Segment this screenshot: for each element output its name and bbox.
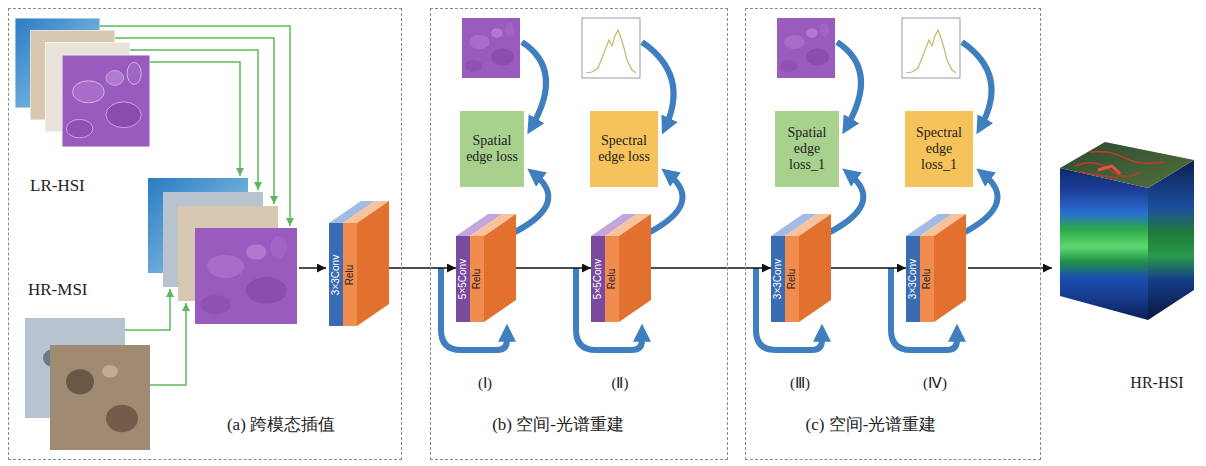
loss-box: Spectral edge loss [590, 111, 658, 187]
conv-label: 3×3Conv [330, 254, 342, 294]
loss-box: Spectral edge loss_1 [905, 111, 973, 187]
flow-arrow [651, 267, 771, 269]
shape-path [150, 62, 240, 176]
shape-path [1098, 166, 1120, 174]
shape-path [150, 303, 186, 385]
merged-stack [148, 178, 297, 324]
label-text: (Ⅰ) [478, 374, 492, 392]
shape-polyline [586, 30, 636, 73]
relu-label: Relu [471, 269, 483, 290]
shape-path [125, 289, 170, 330]
panel-frame: (c) 空间-光谱重建 Spatial edge loss_1 Spectral e… [745, 8, 1041, 460]
shape-rect [582, 18, 640, 78]
conv-face [771, 236, 785, 322]
relu-face [343, 223, 357, 326]
shape-use [462, 18, 520, 78]
shape-polyline [906, 30, 956, 73]
conv-face [906, 236, 920, 322]
conv-label: 5×5Conv [592, 259, 604, 299]
conv-label: 3×3Conv [772, 259, 784, 299]
shape-path [1075, 152, 1165, 178]
hr-msi-stack [25, 318, 150, 450]
relu-face [785, 236, 799, 322]
conv-label: 3×3Conv [907, 259, 919, 299]
loss-text-group: Spatial edge loss [463, 133, 521, 165]
hr-hsi-cube [1060, 142, 1194, 320]
conv-label: 5×5Conv [457, 259, 469, 299]
shape-use [50, 345, 150, 450]
panel-frame: (b) 空间-光谱重建 Spatial edge loss Spectral edg… [430, 8, 728, 460]
arrow [299, 267, 326, 269]
flow-arrow [389, 267, 456, 269]
thumbnails [462, 18, 960, 78]
relu-label: Relu [921, 269, 933, 290]
loss-label: Spectral edge loss [593, 133, 655, 165]
loss-text-group: Spatial edge loss_1 [778, 125, 836, 173]
shape-polygon [1060, 168, 1148, 320]
loss-label: Spatial edge loss [463, 133, 521, 165]
shape-use [62, 55, 150, 147]
label-text: HR-MSI [28, 280, 88, 300]
loss-text-group: Spectral edge loss [593, 133, 655, 165]
shape-path [522, 42, 546, 128]
shape-polygon [1060, 142, 1194, 188]
panel-frame: (a) 跨模态插值 3×3ConvRelu [8, 8, 402, 460]
loss-label: Spectral edge loss_1 [908, 125, 970, 173]
panel-caption: (b) 空间-光谱重建 [492, 415, 624, 435]
loss-text-group: Spectral edge loss_1 [908, 125, 970, 173]
flow-arrow [516, 267, 591, 269]
shape-use [777, 18, 835, 78]
relu-face [605, 236, 619, 322]
panel-caption: (c) 空间-光谱重建 [806, 415, 937, 435]
conv-side [799, 214, 831, 322]
conv-block: 5×5ConvRelu [591, 214, 651, 322]
conv-face [456, 236, 470, 322]
shape-polygon [1148, 160, 1194, 320]
label-text: LR-HSI [30, 176, 85, 196]
relu-label: Relu [344, 264, 356, 285]
conv-side [619, 214, 651, 322]
label-text: HR-HSI [1130, 374, 1183, 392]
loss-box: Spatial edge loss_1 [775, 111, 839, 187]
conv-block: 5×5ConvRelu [456, 214, 516, 322]
shape-path [837, 42, 861, 128]
conv-side [484, 214, 516, 322]
flow-arrow [831, 267, 906, 269]
conv-side [357, 201, 389, 326]
panel-caption: (a) 跨模态插值 [227, 415, 335, 435]
conv-block: 3×3ConvRelu [771, 214, 831, 322]
shape-use [195, 228, 297, 324]
label-text: (Ⅳ) [923, 374, 947, 392]
relu-face [920, 236, 934, 322]
shape-rect [902, 18, 960, 78]
label-text: (Ⅱ) [612, 374, 629, 392]
lr-hsi-stack [15, 18, 150, 147]
arrow [968, 267, 1052, 269]
conv-face [329, 223, 343, 326]
blue-curved-arrows [441, 42, 992, 350]
label-text: (Ⅲ) [790, 374, 810, 392]
conv-block: 3×3ConvRelu [906, 214, 966, 322]
conv-side [934, 214, 966, 322]
loss-label: Spatial edge loss_1 [778, 125, 836, 173]
conv-face [591, 236, 605, 322]
relu-face [470, 236, 484, 322]
conv-block: 3×3ConvRelu [329, 201, 389, 326]
loss-box: Spatial edge loss [460, 111, 524, 187]
relu-label: Relu [786, 269, 798, 290]
relu-label: Relu [606, 269, 618, 290]
